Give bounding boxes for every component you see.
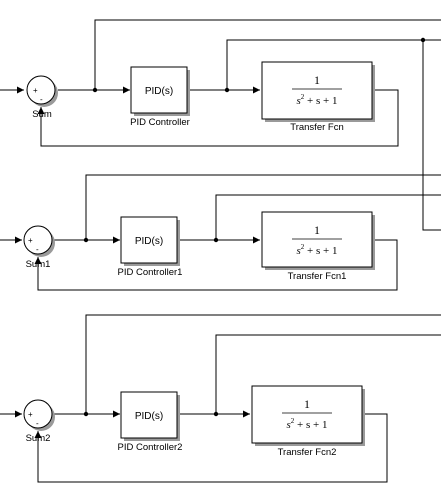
pid-controller-block[interactable]: PID(s) [120, 216, 180, 266]
pid-label: PID Controller2 [118, 442, 183, 453]
feedback-line[interactable] [37, 89, 399, 147]
pid-label: PID Controller [130, 117, 190, 128]
transfer-fcn-block[interactable]: 1 s2 + s + 1 [251, 385, 365, 446]
tf-numerator: 1 [304, 397, 310, 411]
tf-label: Transfer Fcn1 [288, 271, 347, 282]
sum-sign-plus: + [33, 86, 38, 95]
sum-sign-minus: - [36, 245, 39, 254]
tf-denominator: s2 + s + 1 [297, 243, 338, 257]
branch-point [224, 87, 230, 93]
sum-sign-plus: + [28, 236, 33, 245]
branch-point [213, 411, 219, 417]
sum-block[interactable]: + - [23, 399, 55, 431]
tf-denominator: s2 + s + 1 [287, 417, 328, 431]
pid-text: PID(s) [135, 236, 163, 247]
transfer-fcn-block[interactable]: 1 s2 + s + 1 [261, 211, 375, 270]
tf-denominator: s2 + s + 1 [297, 93, 338, 107]
sum-sign-minus: - [36, 419, 39, 428]
signal-line[interactable] [215, 194, 441, 240]
branch-point [83, 237, 89, 243]
branch-point [213, 237, 219, 243]
pid-text: PID(s) [145, 86, 173, 97]
transfer-fcn-block[interactable]: 1 s2 + s + 1 [261, 61, 375, 122]
row-1: + - Sum PID(s) PID Controller 1 s2 + s +… [0, 19, 441, 147]
row-2: + - Sum1 PID(s) PID Controller1 1 s2 + s… [0, 40, 441, 291]
pid-text: PID(s) [135, 411, 163, 422]
pid-controller-block[interactable]: PID(s) [120, 391, 180, 441]
signal-line[interactable] [226, 39, 441, 90]
sum-sign-plus: + [28, 410, 33, 419]
signal-line[interactable] [85, 314, 441, 414]
pid-controller-block[interactable]: PID(s) [130, 66, 190, 116]
sum-sign-minus: - [40, 95, 43, 104]
tf-numerator: 1 [314, 223, 320, 237]
pid-label: PID Controller1 [118, 267, 183, 278]
signal-line[interactable] [94, 19, 441, 90]
branch-point [83, 411, 89, 417]
row-3: + - Sum2 PID(s) PID Controller2 1 s2 + s… [0, 314, 441, 483]
tf-label: Transfer Fcn2 [278, 447, 337, 458]
tf-numerator: 1 [314, 73, 320, 87]
sum-block[interactable]: + - [26, 75, 58, 107]
feedback-line[interactable] [34, 413, 388, 483]
branch-point [92, 87, 98, 93]
signal-line[interactable] [85, 174, 441, 240]
sum-label: Sum [32, 109, 52, 120]
tf-label: Transfer Fcn [290, 122, 344, 133]
sum-block[interactable]: + - [23, 225, 55, 257]
sum-label: Sum1 [26, 259, 51, 270]
signal-line[interactable] [422, 40, 441, 231]
signal-line[interactable] [215, 334, 441, 414]
sum-label: Sum2 [26, 433, 51, 444]
feedback-line[interactable] [34, 239, 398, 291]
